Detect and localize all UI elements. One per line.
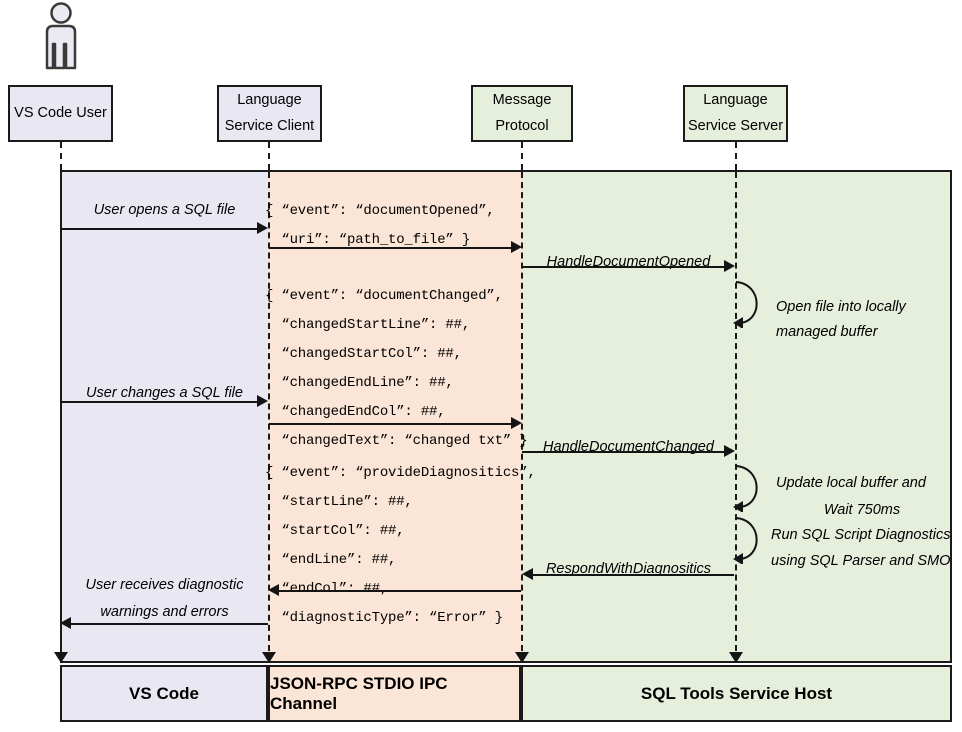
arrow-handle-document-changed bbox=[522, 451, 724, 453]
label-run-diagnostics-line1: Run SQL Script Diagnostics bbox=[771, 527, 951, 543]
self-loop-update-buffer bbox=[733, 462, 773, 513]
self-loop-run-diagnostics bbox=[733, 514, 773, 565]
label-user-opens-sql-file: User opens a SQL file bbox=[93, 202, 236, 218]
label-update-buffer-line2: Wait 750ms bbox=[823, 502, 901, 518]
participant-language-service-server[interactable]: Language Service Server bbox=[683, 85, 788, 142]
arrowhead-terminate-vs-code-user bbox=[54, 652, 68, 663]
participant-label-line1: VS Code User bbox=[14, 104, 107, 121]
arrow-handle-document-opened bbox=[522, 266, 724, 268]
arrowhead-handle-document-opened bbox=[724, 260, 735, 272]
lifeline-stub-vs-code-user bbox=[60, 142, 62, 170]
arrowhead-terminate-message-protocol bbox=[515, 652, 529, 663]
participant-label-line2: Service Client bbox=[224, 117, 315, 134]
arrow-protocol-to-client-diagnostics bbox=[279, 590, 521, 592]
arrowhead-client-to-protocol-opened bbox=[511, 241, 522, 253]
label-handle-document-changed: HandleDocumentChanged bbox=[543, 439, 714, 455]
arrow-user-receives-diagnostics bbox=[71, 623, 268, 625]
lifeline-stub-language-service-server bbox=[735, 142, 737, 170]
lifeline-stub-language-service-client bbox=[268, 142, 270, 170]
footer-label: VS Code bbox=[129, 683, 199, 703]
footer-label: JSON-RPC STDIO IPC Channel bbox=[270, 673, 448, 713]
band-vs-code bbox=[60, 170, 268, 663]
participant-label-line1: Language bbox=[237, 92, 302, 109]
label-run-diagnostics-line2: using SQL Parser and SMO bbox=[771, 553, 951, 569]
lifeline-vs-code-user bbox=[60, 172, 62, 661]
participant-label-line2: Service Server bbox=[687, 117, 784, 134]
participant-label-line1: Language bbox=[703, 92, 768, 109]
lifeline-language-service-server bbox=[735, 172, 737, 661]
json-message-provide-diagnositics: { “event”: “provideDiagnositics”, “start… bbox=[265, 465, 536, 626]
label-user-changes-sql-file: User changes a SQL file bbox=[86, 385, 243, 401]
arrowhead-user-receives-diagnostics bbox=[60, 617, 71, 629]
arrowhead-user-changes-sql-file bbox=[257, 395, 268, 407]
arrow-respond-with-diagnositics bbox=[533, 574, 734, 576]
arrow-client-to-protocol-opened bbox=[269, 247, 511, 249]
lifeline-language-service-client bbox=[268, 172, 270, 661]
participant-language-service-client[interactable]: Language Service Client bbox=[217, 85, 322, 142]
json-message-document-opened: { “event”: “documentOpened”, “uri”: “pat… bbox=[265, 203, 495, 248]
json-message-document-changed: { “event”: “documentChanged”, “changedSt… bbox=[265, 288, 528, 449]
participant-label-line1: Message bbox=[492, 92, 552, 109]
arrow-user-opens-sql-file bbox=[61, 228, 257, 230]
label-open-file-buffer-line1: Open file into locally bbox=[776, 299, 906, 315]
label-user-receives-line2: warnings and errors bbox=[100, 604, 229, 620]
arrowhead-respond-with-diagnositics bbox=[522, 568, 533, 580]
arrowhead-terminate-language-service-client bbox=[262, 652, 276, 663]
band-ipc-channel bbox=[268, 170, 521, 663]
label-respond-with-diagnositics: RespondWithDiagnositics bbox=[545, 561, 712, 577]
arrowhead-user-opens-sql-file bbox=[257, 222, 268, 234]
footer-vs-code[interactable]: VS Code bbox=[60, 665, 268, 722]
arrowhead-protocol-to-client-diagnostics bbox=[268, 584, 279, 596]
participant-vs-code-user[interactable]: VS Code User bbox=[8, 85, 113, 142]
footer-json-rpc[interactable]: JSON-RPC STDIO IPC Channel bbox=[268, 665, 521, 722]
self-loop-open-file-buffer bbox=[733, 278, 773, 329]
label-handle-document-opened: HandleDocumentOpened bbox=[546, 254, 711, 270]
arrowhead-client-to-protocol-changed bbox=[511, 417, 522, 429]
label-user-receives-line1: User receives diagnostic bbox=[85, 577, 244, 593]
footer-tools-host[interactable]: SQL Tools Service Host bbox=[521, 665, 952, 722]
participant-message-protocol[interactable]: Message Protocol bbox=[471, 85, 573, 142]
arrowhead-handle-document-changed bbox=[724, 445, 735, 457]
lifeline-message-protocol bbox=[521, 172, 523, 661]
label-update-buffer-line1: Update local buffer and bbox=[776, 475, 926, 491]
lifeline-stub-message-protocol bbox=[521, 142, 523, 170]
label-open-file-buffer-line2: managed buffer bbox=[776, 324, 878, 340]
arrow-client-to-protocol-changed bbox=[269, 423, 511, 425]
actor-figure bbox=[37, 2, 85, 70]
footer-label: SQL Tools Service Host bbox=[640, 683, 833, 703]
participant-label-line2: Protocol bbox=[495, 117, 549, 134]
arrow-user-changes-sql-file bbox=[61, 401, 257, 403]
arrowhead-terminate-language-service-server bbox=[729, 652, 743, 663]
